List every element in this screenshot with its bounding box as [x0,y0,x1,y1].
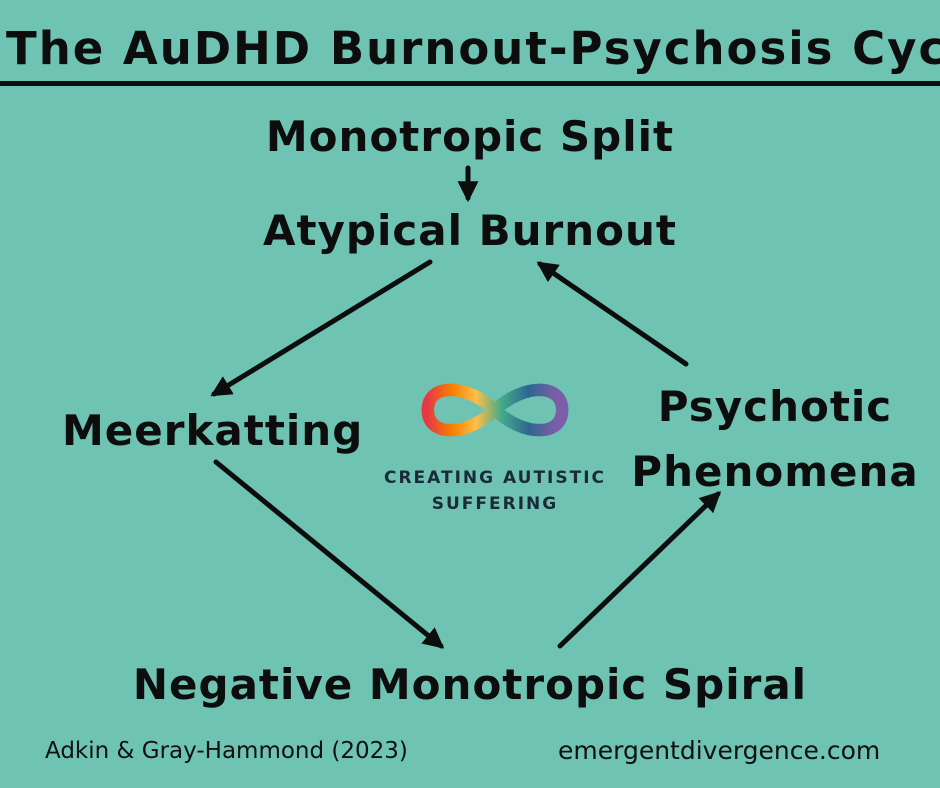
node-psychotic-phenomena: Psychotic Phenomena [620,374,930,504]
node-monotropic-split: Monotropic Split [265,112,675,161]
logo-caption: CREATING AUTISTIC SUFFERING [355,466,635,517]
logo-caption-line1: CREATING AUTISTIC [383,468,607,488]
citation-text: Adkin & Gray-Hammond (2023) [45,738,408,764]
page-title: The AuDHD Burnout-Psychosis Cycle [0,22,940,86]
center-logo: CREATING AUTISTIC SUFFERING [355,362,635,517]
website-text: emergentdivergence.com [558,736,881,765]
logo-caption-line2: SUFFERING [431,493,559,514]
rainbow-infinity-icon [421,383,569,437]
page-title-wrap: The AuDHD Burnout-Psychosis Cycle [0,22,940,86]
node-psychotic-phenomena-line2: Phenomena [631,447,919,497]
node-negative-monotropic-spiral: Negative Monotropic Spiral [132,660,808,709]
node-meerkatting: Meerkatting [62,406,364,455]
node-atypical-burnout: Atypical Burnout [262,206,678,255]
node-psychotic-phenomena-line1: Psychotic [657,382,893,431]
arrow-psychotic-to-burnout-icon [536,261,689,367]
